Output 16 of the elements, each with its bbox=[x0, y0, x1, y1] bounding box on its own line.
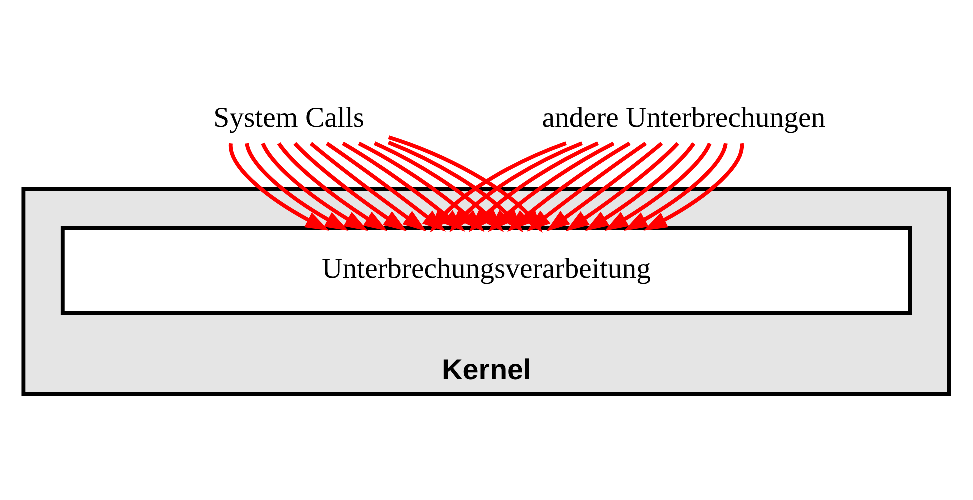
arrow bbox=[604, 142, 712, 231]
arrow bbox=[294, 142, 408, 231]
arrow bbox=[277, 142, 388, 231]
arrow bbox=[245, 142, 349, 230]
arrow bbox=[527, 142, 648, 232]
arrow bbox=[546, 142, 664, 232]
arrow bbox=[310, 142, 427, 232]
node-text: andere Unterbrechungen bbox=[542, 102, 826, 134]
arrow bbox=[644, 143, 744, 230]
node-box: Unterbrechungsverarbeitung bbox=[60, 226, 912, 315]
arrow bbox=[624, 142, 728, 230]
arrow bbox=[261, 142, 368, 231]
node-text: System Calls bbox=[214, 102, 365, 134]
arrow bbox=[585, 142, 696, 231]
arrow bbox=[229, 143, 330, 230]
arrow bbox=[566, 142, 680, 231]
